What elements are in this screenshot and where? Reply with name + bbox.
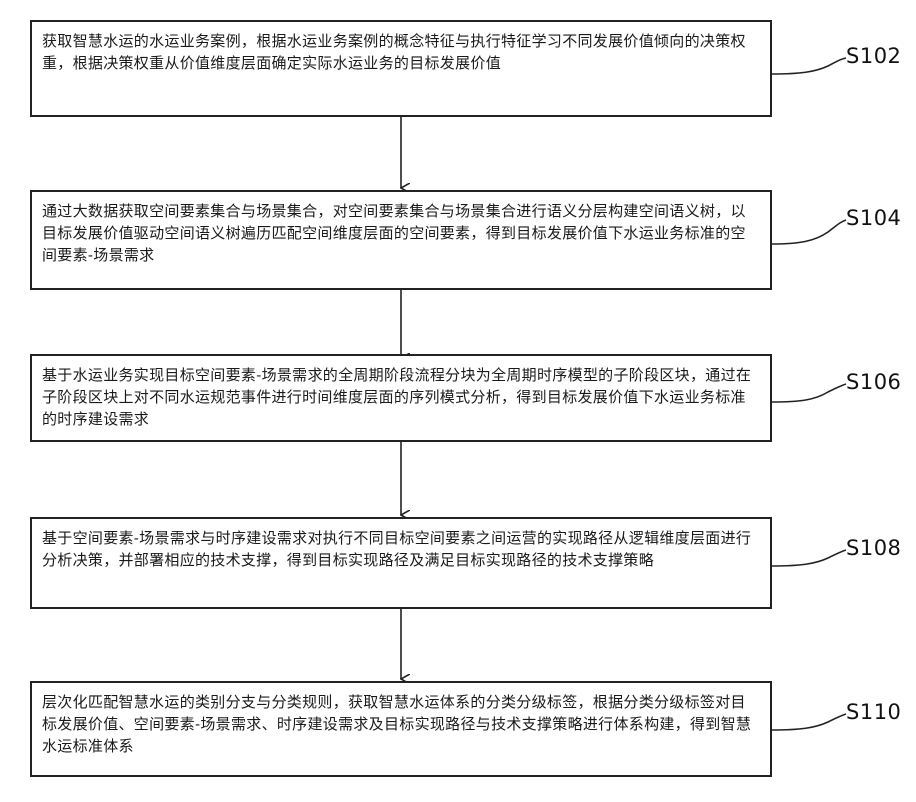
step-label-s108: S108 bbox=[846, 536, 901, 560]
step-label-s110: S110 bbox=[846, 700, 901, 724]
step-label-s102: S102 bbox=[846, 44, 901, 68]
step-box-s110: 层次化匹配智慧水运的类别分支与分类规则，获取智慧水运体系的分类分级标签，根据分类… bbox=[30, 681, 772, 777]
step-label-s104: S104 bbox=[846, 206, 901, 230]
leader-line-s108 bbox=[772, 550, 846, 566]
step-box-s102: 获取智慧水运的水运业务案例，根据水运业务案例的概念特征与执行特征学习不同发展价值… bbox=[30, 20, 772, 117]
step-text-s108: 基于空间要素-场景需求与时序建设需求对执行不同目标空间要素之间运营的实现路径从逻… bbox=[42, 527, 760, 571]
leader-line-s106 bbox=[772, 384, 846, 402]
step-box-s104: 通过大数据获取空间要素集合与场景集合，对空间要素集合与场景集合进行语义分层构建空… bbox=[30, 190, 772, 290]
step-box-s108: 基于空间要素-场景需求与时序建设需求对执行不同目标空间要素之间运营的实现路径从逻… bbox=[30, 517, 772, 609]
step-text-s110: 层次化匹配智慧水运的类别分支与分类规则，获取智慧水运体系的分类分级标签，根据分类… bbox=[42, 691, 760, 757]
step-text-s104: 通过大数据获取空间要素集合与场景集合，对空间要素集合与场景集合进行语义分层构建空… bbox=[42, 200, 760, 266]
leader-line-s104 bbox=[772, 220, 846, 244]
step-box-s106: 基于水运业务实现目标空间要素-场景需求的全周期阶段流程分块为全周期时序模型的子阶… bbox=[30, 354, 772, 442]
step-label-s106: S106 bbox=[846, 370, 901, 394]
leader-line-s110 bbox=[772, 714, 846, 730]
step-text-s102: 获取智慧水运的水运业务案例，根据水运业务案例的概念特征与执行特征学习不同发展价值… bbox=[42, 30, 760, 74]
step-text-s106: 基于水运业务实现目标空间要素-场景需求的全周期阶段流程分块为全周期时序模型的子阶… bbox=[42, 364, 760, 430]
leader-line-s102 bbox=[772, 58, 846, 74]
